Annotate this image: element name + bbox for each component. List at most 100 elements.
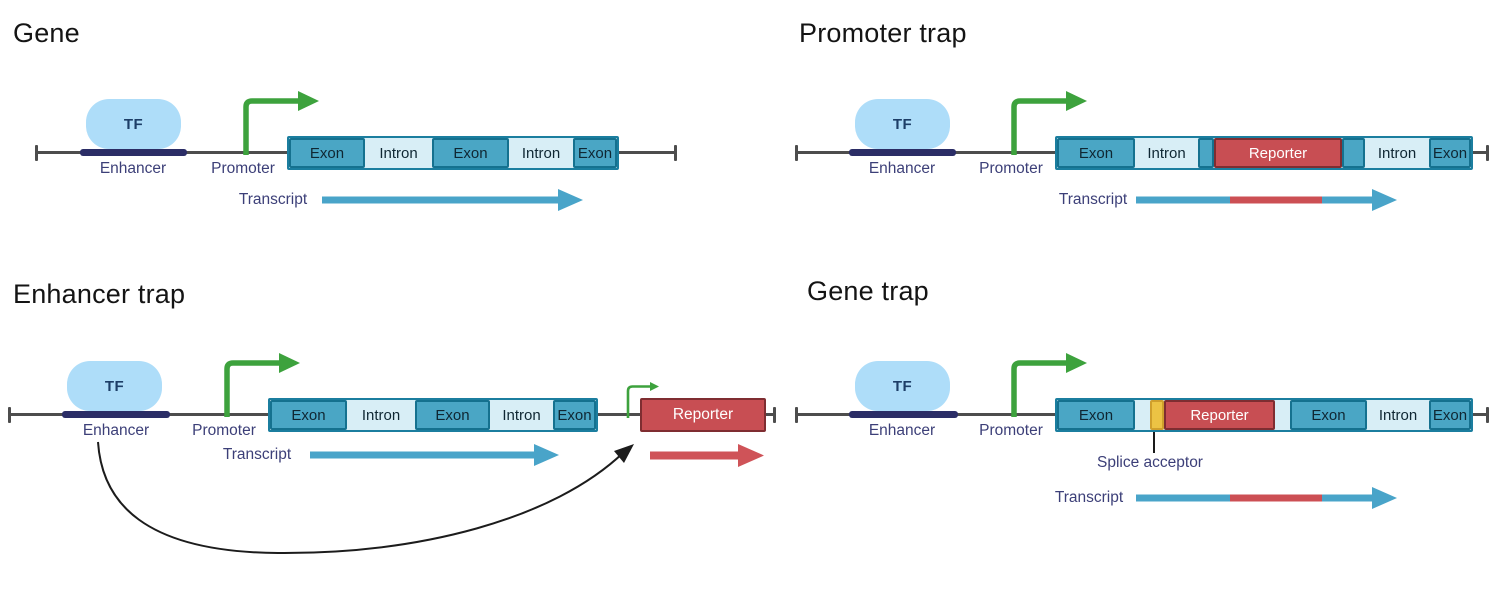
segment-label: Exon <box>1432 406 1468 424</box>
enhancer-loop-arrow-icon <box>97 441 634 555</box>
reporter-promoter-arrow-icon <box>626 382 659 418</box>
segment-exon: Exon <box>1290 400 1367 430</box>
promoter-label: Promoter <box>979 422 1043 439</box>
panel-title: Gene <box>13 18 80 48</box>
segment-exon-sliver <box>1342 138 1365 168</box>
dna-end-cap-left <box>795 407 798 423</box>
segment-intron: Intron <box>365 138 432 168</box>
transcript-label: Transcript <box>238 191 308 208</box>
tf-blob: TF <box>855 361 950 411</box>
segment-exon: Exon <box>1057 138 1135 168</box>
segment-intron-sliver <box>1135 400 1150 430</box>
segment-intron: Intron <box>1365 138 1429 168</box>
segment-label: Intron <box>361 406 401 424</box>
gene-body: Exon Intron Exon Intron Exon <box>287 136 619 170</box>
segment-exon: Exon <box>1057 400 1135 430</box>
transcript-label: Transcript <box>222 446 292 463</box>
dna-end-cap-left <box>8 407 11 423</box>
segment-label: Exon <box>577 144 613 162</box>
splice-acceptor-label: Splice acceptor <box>1097 454 1203 471</box>
gene-body: Exon Intron Reporter Intron Exon <box>1055 136 1473 170</box>
enhancer-label: Enhancer <box>868 422 936 439</box>
promoter-arrow-icon <box>1011 91 1087 155</box>
gene-body: Exon Reporter Exon Intron Exon <box>1055 398 1473 432</box>
segment-label: Intron <box>379 144 418 162</box>
tf-blob: TF <box>86 99 181 149</box>
panel-title: Enhancer trap <box>13 279 186 309</box>
segment-label: Exon <box>453 144 488 162</box>
segment-exon-sliver <box>1198 138 1214 168</box>
enhancer-bar <box>849 411 958 418</box>
segment-exon: Exon <box>553 400 596 430</box>
enhancer-label: Enhancer <box>82 422 150 439</box>
segment-exon: Exon <box>289 138 365 168</box>
tf-label: TF <box>123 115 144 133</box>
segment-splice-acceptor <box>1150 400 1164 430</box>
segment-label: Reporter <box>1248 144 1308 162</box>
promoter-label: Promoter <box>979 160 1043 177</box>
segment-reporter: Reporter <box>1164 400 1275 430</box>
segment-label: Exon <box>435 406 470 424</box>
transcript-arrow-icon <box>322 189 583 211</box>
transcript-arrow-icon <box>1136 487 1397 509</box>
enhancer-bar <box>849 149 956 156</box>
tf-label: TF <box>892 115 913 133</box>
promoter-label: Promoter <box>211 160 275 177</box>
segment-label: Intron <box>1377 144 1417 162</box>
segment-reporter: Reporter <box>1214 138 1342 168</box>
dna-end-cap-right <box>674 145 677 161</box>
promoter-label: Promoter <box>192 422 256 439</box>
dna-end-cap-right <box>1486 407 1489 423</box>
reporter-label: Reporter <box>672 406 734 423</box>
segment-label: Intron <box>502 406 541 424</box>
segment-intron: Intron <box>347 400 415 430</box>
segment-exon: Exon <box>432 138 509 168</box>
transcript-label: Transcript <box>1054 489 1124 506</box>
promoter-arrow-icon <box>1011 353 1087 417</box>
segment-label: Intron <box>1147 144 1186 162</box>
transcript-arrow-icon <box>310 444 559 466</box>
segment-intron: Intron <box>1135 138 1198 168</box>
segment-label: Exon <box>309 144 345 162</box>
enhancer-label: Enhancer <box>99 160 167 177</box>
segment-exon: Exon <box>1429 138 1471 168</box>
transcript-arrow-icon <box>1136 189 1397 211</box>
enhancer-label: Enhancer <box>868 160 936 177</box>
dna-end-cap-right <box>1486 145 1489 161</box>
segment-exon: Exon <box>270 400 347 430</box>
segment-label: Intron <box>1378 406 1418 424</box>
tf-blob: TF <box>67 361 162 411</box>
segment-exon: Exon <box>573 138 617 168</box>
dna-end-cap-left <box>35 145 38 161</box>
transcript-label: Transcript <box>1058 191 1128 208</box>
segment-label: Intron <box>521 144 561 162</box>
tf-label: TF <box>892 377 913 395</box>
dna-end-cap-left <box>795 145 798 161</box>
splice-acceptor-pointer <box>1153 432 1155 453</box>
segment-label: Exon <box>1078 144 1114 162</box>
promoter-arrow-icon <box>243 91 319 155</box>
tf-blob: TF <box>855 99 950 149</box>
promoter-arrow-icon <box>224 353 300 417</box>
panel-title: Promoter trap <box>799 18 967 48</box>
enhancer-bar <box>80 149 187 156</box>
segment-exon: Exon <box>415 400 490 430</box>
segment-intron: Intron <box>490 400 553 430</box>
segment-label: Reporter <box>1190 406 1249 424</box>
segment-label: Exon <box>1078 406 1114 424</box>
reporter-transcript-arrow-icon <box>650 444 764 467</box>
segment-exon: Exon <box>1429 400 1471 430</box>
segment-intron: Intron <box>509 138 573 168</box>
segment-intron: Intron <box>1367 400 1429 430</box>
segment-intron-sliver <box>1275 400 1290 430</box>
panel-title: Gene trap <box>807 276 929 306</box>
tf-label: TF <box>104 377 125 395</box>
reporter-box: Reporter <box>640 398 766 432</box>
dna-end-cap-right <box>773 407 776 423</box>
segment-label: Exon <box>291 406 326 424</box>
segment-label: Exon <box>1432 144 1468 162</box>
segment-label: Exon <box>557 406 592 424</box>
segment-label: Exon <box>1311 406 1346 424</box>
enhancer-bar <box>62 411 170 418</box>
